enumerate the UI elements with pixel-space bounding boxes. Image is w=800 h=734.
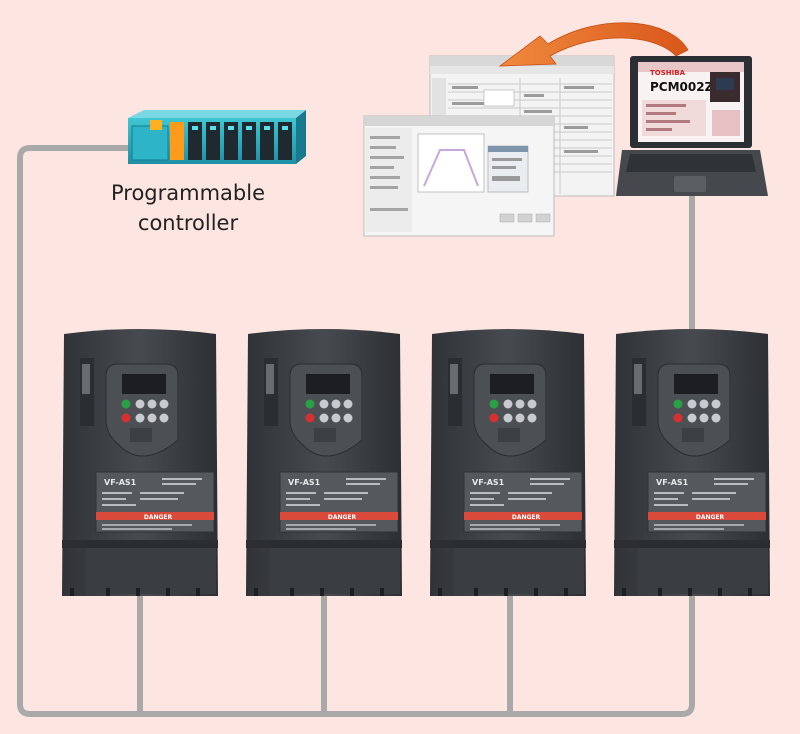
programmable-controller [128,110,306,164]
laptop-brand-text: TOSHIBA [650,69,686,77]
inverter-4: VF-AS1 DANGER [614,329,770,596]
inverter-model-label: VF-AS1 [472,478,505,487]
network-wiring [17,145,695,717]
inverter-warning-label: DANGER [328,514,357,521]
inverter-warning-label: DANGER [696,514,725,521]
inverter-3: VF-AS1 DANGER [430,329,586,596]
transfer-arrow [498,22,689,67]
inverter-model-label: VF-AS1 [288,478,321,487]
plc-link-line [17,145,695,717]
laptop-pc: TOSHIBA PCM002Z [616,56,768,196]
laptop-software-text: PCM002Z [650,80,714,94]
pattern-run-window [363,115,555,237]
plc-label-line1: Programmable [111,181,265,205]
software-screenshots [363,22,689,237]
inverter-1: VF-AS1 DANGER [62,329,218,596]
inverter-warning-label: DANGER [512,514,541,521]
inverter-warning-label: DANGER [144,514,173,521]
inverter-model-label: VF-AS1 [104,478,137,487]
inverter-model-label: VF-AS1 [656,478,689,487]
plc-label-line2: controller [138,211,239,235]
inverter-2: VF-AS1 DANGER [246,329,402,596]
